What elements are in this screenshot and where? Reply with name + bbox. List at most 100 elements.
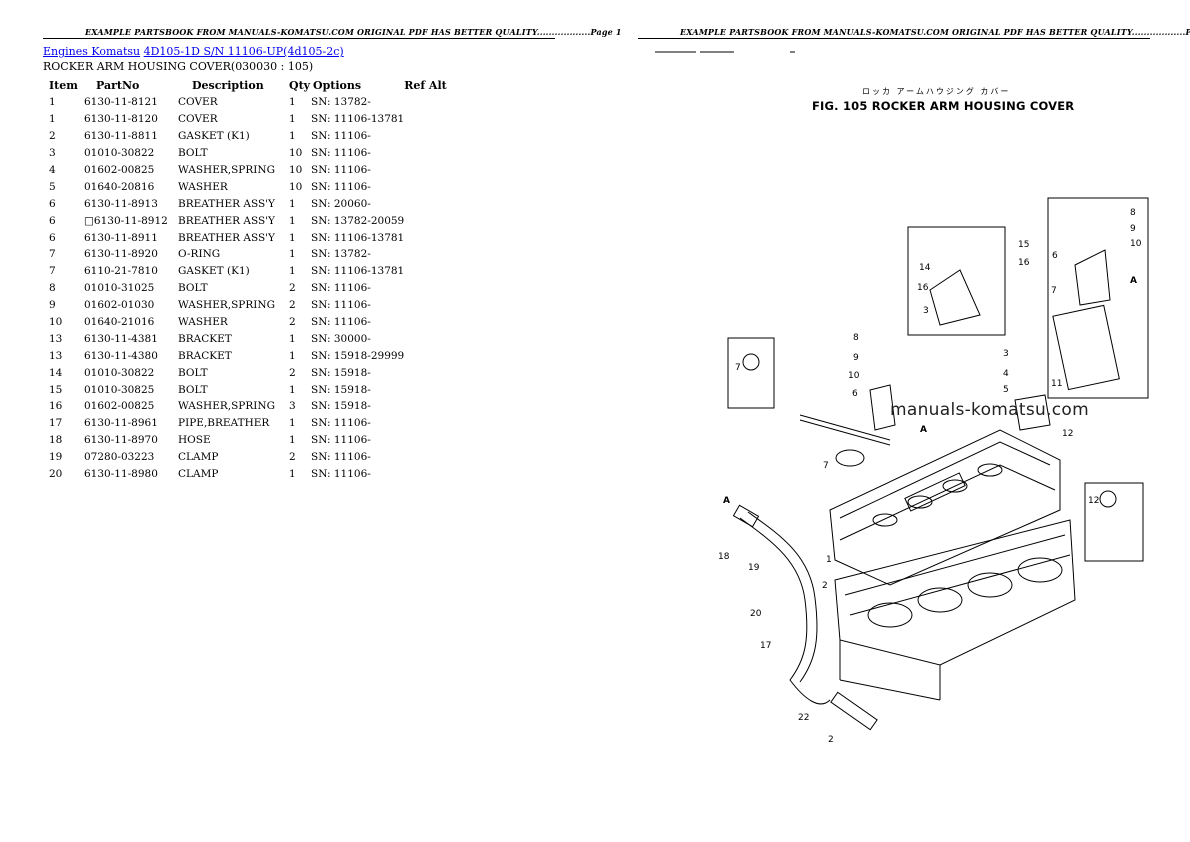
- col-item-header: Item: [49, 78, 78, 92]
- svg-text:A: A: [723, 496, 730, 506]
- refalt-cell: [404, 212, 454, 229]
- refalt-cell: [404, 263, 454, 280]
- description-cell: HOSE: [178, 434, 211, 447]
- refalt-cell: [404, 229, 454, 246]
- engines-komatsu-link[interactable]: Engines Komatsu: [43, 45, 141, 58]
- options-cell: SN: 15918-29999: [311, 349, 405, 362]
- description-cell: BRACKET: [178, 349, 232, 362]
- partno-cell: 6130-11-8970: [84, 434, 158, 447]
- refalt-cell: [404, 398, 454, 415]
- qty-cell: 10: [289, 164, 303, 176]
- figure-japanese-title: ロッカ アームハウジング カバー: [862, 87, 1011, 96]
- partno-cell: 01640-21016: [84, 316, 155, 329]
- qty-cell: 1: [289, 349, 296, 362]
- refalt-cell: [404, 94, 454, 111]
- svg-text:6: 6: [852, 389, 858, 399]
- qty-cell: 1: [289, 214, 296, 227]
- item-cell: 1: [49, 113, 56, 126]
- refalt-cell: [404, 128, 454, 145]
- svg-text:2: 2: [822, 581, 828, 591]
- partno-cell: 01640-20816: [84, 180, 155, 193]
- watermark: manuals-komatsu.com: [890, 400, 1089, 420]
- refalt-cell: [404, 195, 454, 212]
- cylinder-head-drawing: [834, 519, 1076, 701]
- description-cell: BOLT: [178, 147, 208, 160]
- item-cell: 14: [49, 366, 63, 379]
- qty-cell: 2: [289, 282, 296, 295]
- partno-cell: 6130-11-8961: [84, 417, 158, 430]
- svg-text:16: 16: [917, 283, 929, 293]
- options-cell: SN: 11106-: [311, 282, 371, 295]
- col-refalt-header: Ref Alt: [404, 78, 447, 92]
- oring-detail-box-left: [727, 337, 775, 409]
- item-cell: 6: [49, 197, 56, 210]
- qty-cell: 2: [289, 299, 296, 312]
- svg-text:9: 9: [853, 353, 859, 363]
- description-cell: BREATHER ASS'Y: [178, 197, 275, 210]
- qty-cell: 1: [289, 468, 296, 481]
- qty-cell: 1: [289, 332, 296, 345]
- table-header-row: Item PartNo Description Qty Options Ref …: [43, 76, 454, 94]
- options-cell: SN: 20060-: [311, 197, 371, 210]
- partno-cell: 6130-11-4380: [84, 349, 158, 362]
- page1-header-rule: [43, 38, 555, 39]
- svg-text:11: 11: [1051, 379, 1062, 389]
- description-cell: GASKET (K1): [178, 130, 250, 143]
- description-cell: COVER: [178, 96, 218, 109]
- svg-text:18: 18: [718, 552, 730, 562]
- refalt-cell: [404, 314, 454, 331]
- svg-text:1: 1: [826, 555, 832, 565]
- gasket-k1: [835, 449, 865, 467]
- options-cell: SN: 13782-: [311, 96, 371, 109]
- description-cell: CLAMP: [178, 451, 219, 464]
- svg-text:A: A: [920, 425, 927, 435]
- refalt-cell: [404, 330, 454, 347]
- description-cell: BRACKET: [178, 332, 232, 345]
- options-cell: SN: 15918-: [311, 400, 371, 413]
- qty-cell: 1: [289, 130, 296, 143]
- qty-cell: 2: [289, 366, 296, 379]
- partno-cell: 6130-11-8980: [84, 468, 158, 481]
- item-cell: 7: [49, 265, 56, 278]
- partno-cell: 01602-00825: [84, 164, 155, 176]
- description-cell: WASHER: [178, 180, 228, 193]
- partno-cell: 01602-01030: [84, 299, 155, 312]
- svg-text:A: A: [1130, 276, 1137, 286]
- model-link[interactable]: 4D105-1D S/N 11106-UP(4d105-2c): [143, 45, 344, 58]
- description-cell: BREATHER ASS'Y: [178, 231, 275, 244]
- refalt-cell: [404, 178, 454, 195]
- svg-text:16: 16: [1018, 258, 1030, 268]
- partno-cell: 6130-11-8120: [84, 113, 158, 126]
- partno-cell: 6130-11-4381: [84, 332, 158, 345]
- partno-cell: 6130-11-8121: [84, 96, 158, 109]
- item-cell: 16: [49, 400, 63, 413]
- refalt-cell: [404, 432, 454, 449]
- description-cell: BOLT: [178, 366, 208, 379]
- refalt-cell: [404, 415, 454, 432]
- options-cell: SN: 11106-: [311, 164, 371, 176]
- partno-cell: 6130-11-8811: [84, 130, 158, 143]
- svg-text:17: 17: [760, 641, 771, 651]
- svg-text:15: 15: [1018, 240, 1029, 250]
- options-cell: SN: 15918-: [311, 383, 371, 396]
- partno-cell: 07280-03223: [84, 451, 155, 464]
- page-title: ROCKER ARM HOUSING COVER(030030 : 105): [43, 60, 314, 73]
- page2-header-rule: [638, 38, 1150, 39]
- elbow-part: [1014, 394, 1051, 431]
- description-cell: PIPE,BREATHER: [178, 417, 270, 430]
- description-cell: COVER: [178, 113, 218, 126]
- item-cell: 7: [49, 248, 56, 261]
- col-options-header: Options: [313, 78, 362, 92]
